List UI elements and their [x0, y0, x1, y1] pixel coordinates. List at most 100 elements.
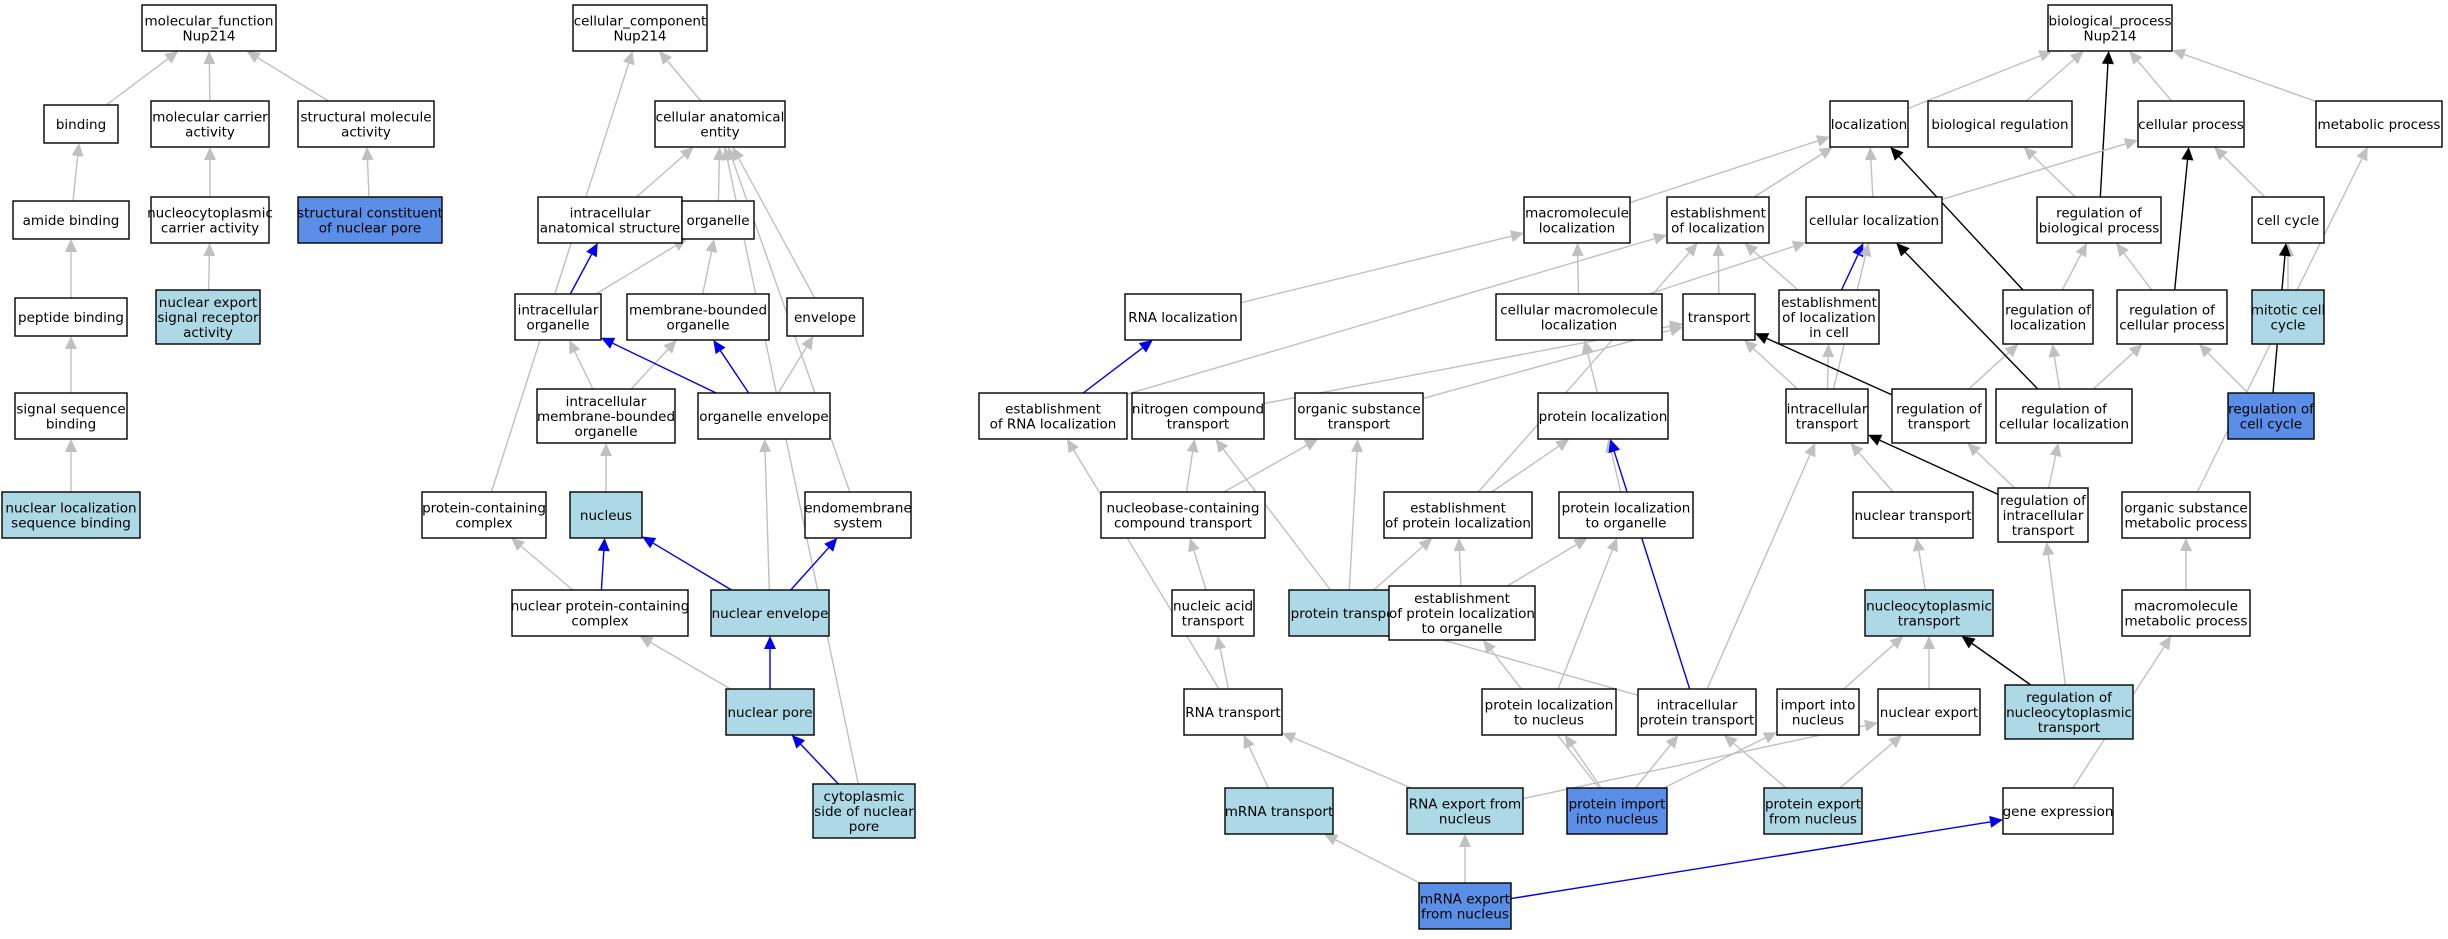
node-mrnatrans[interactable]: mRNA transport [1224, 787, 1334, 835]
node-loc[interactable]: localization [1829, 100, 1909, 148]
arrowhead-nat-to-nbct [1188, 538, 1200, 553]
node-label-cc-0: cellular_component [574, 14, 706, 30]
node-prottrans[interactable]: protein transport [1288, 589, 1408, 637]
edge-cmloc-to-macroloc [1577, 255, 1580, 295]
node-label-nlsb-1: sequence binding [11, 516, 131, 532]
node-label-ictrans-0: intracellular [1787, 402, 1868, 418]
edge-mrnaexport-to-geneexp [1510, 821, 1991, 900]
arrowhead-sigseq-to-peptide [65, 336, 77, 349]
node-label-prottrans-0: protein transport [1291, 606, 1406, 622]
edge-nesr-to-nccarrier [207, 255, 210, 291]
node-amide[interactable]: amide binding [12, 200, 130, 240]
node-cellproc[interactable]: cellular process [2137, 100, 2245, 148]
node-nuctrans[interactable]: nuclear transport [1852, 491, 1974, 539]
node-label-io-0: intracellular [518, 303, 599, 319]
node-box-mrnaexport [1418, 882, 1512, 930]
arrowhead-rnatrans-to-nat [1214, 636, 1227, 650]
node-oenv[interactable]: organelle envelope [697, 392, 831, 440]
node-label-estlocincell-1: of localization [1782, 310, 1876, 326]
node-organelle[interactable]: organelle [681, 200, 755, 240]
node-binding[interactable]: binding [43, 104, 119, 144]
node-npore[interactable]: nuclear pore [725, 688, 815, 736]
node-protloc[interactable]: protein localization [1537, 392, 1669, 440]
node-box-icprottrans [1637, 688, 1757, 736]
arrowhead-cellcycle-to-cellproc [2214, 147, 2228, 161]
arrowhead-regbio-to-bp [2101, 51, 2114, 65]
node-box-io [514, 293, 602, 341]
node-cellloc[interactable]: cellular localization [1805, 196, 1943, 244]
edge-rnatrans-to-estrna [1073, 449, 1220, 690]
edge-regnct-to-regict [2047, 554, 2067, 686]
node-cellcycle[interactable]: cell cycle [2251, 196, 2325, 244]
node-label-cae-1: entity [700, 125, 739, 141]
node-rnatrans[interactable]: RNA transport [1183, 688, 1283, 736]
edge-nenv-to-oenv [764, 451, 770, 591]
node-transport[interactable]: transport [1682, 293, 1756, 341]
arrowhead-npore-to-nenv [764, 636, 776, 649]
node-rnaloc[interactable]: RNA localization [1124, 293, 1242, 341]
node-box-npcc [511, 589, 689, 637]
node-geneexp[interactable]: gene expression [2002, 787, 2114, 835]
node-nexport[interactable]: nuclear export [1877, 688, 1981, 736]
node-label-endo-0: endomembrane [804, 501, 912, 517]
node-bioreg[interactable]: biological regulation [1927, 100, 2073, 148]
node-label-cellcycle-0: cell cycle [2257, 213, 2319, 229]
node-metab[interactable]: metabolic process [2315, 100, 2443, 148]
node-envelope[interactable]: envelope [786, 297, 864, 337]
node-peptide[interactable]: peptide binding [14, 297, 128, 337]
node-nenv[interactable]: nuclear envelope [710, 589, 830, 637]
node-nucleus[interactable]: nucleus [569, 491, 643, 539]
